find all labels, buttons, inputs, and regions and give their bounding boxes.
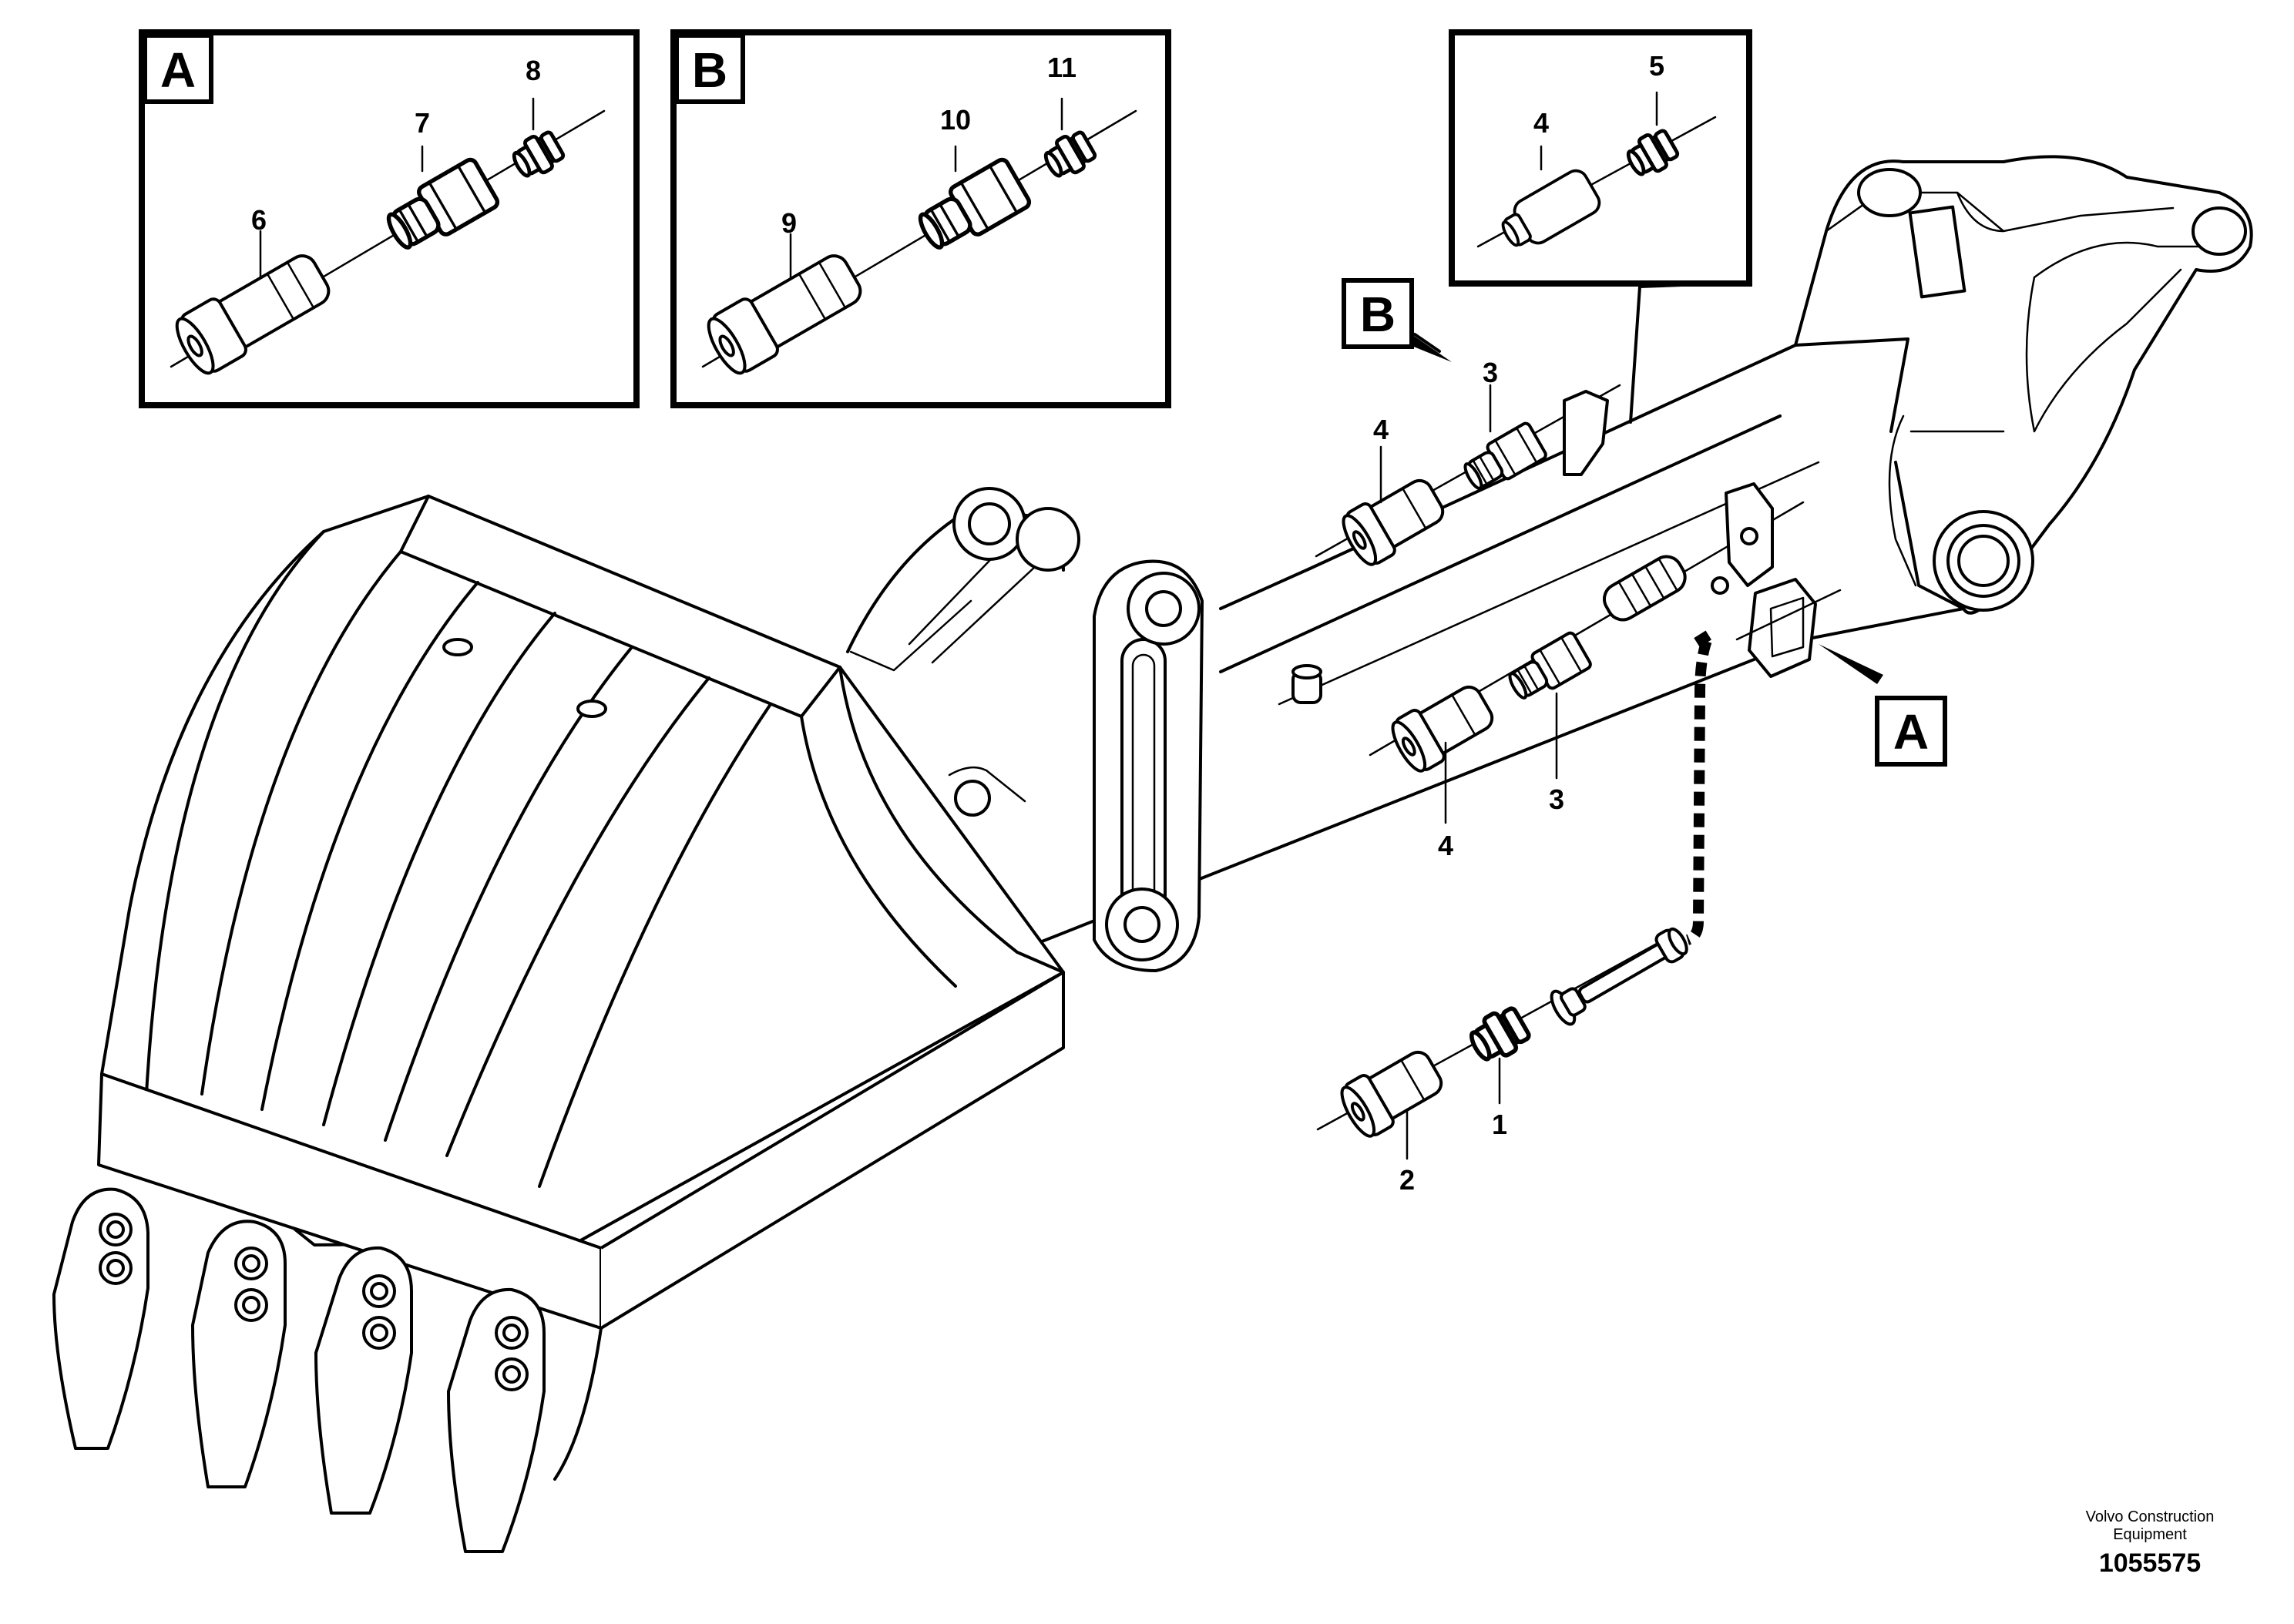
threaded-pin: [1603, 555, 1687, 622]
part-9-bushing: [707, 254, 862, 375]
part-4-bushing-upper: [1335, 469, 1453, 572]
tooth-1: [52, 1187, 149, 1450]
callout-9: 9: [781, 207, 797, 239]
inset-b: B 9 10 11: [670, 29, 1171, 408]
callout-5-inset: 5: [1649, 50, 1664, 82]
tooth-3: [314, 1246, 413, 1515]
footer-ref: 1055575: [2099, 1549, 2201, 1578]
callout-3-lower: 3: [1549, 783, 1564, 815]
callout-2: 2: [1399, 1164, 1415, 1196]
bucket-linkage: [846, 487, 1204, 972]
part-2-bushing: [1333, 1041, 1451, 1143]
callout-6: 6: [251, 204, 267, 236]
footer-line1: Volvo Construction: [2086, 1508, 2215, 1525]
footer: Volvo Construction Equipment 1055575: [2086, 1508, 2215, 1578]
exploded-parts: [1315, 324, 1883, 1143]
tooth-4: [447, 1287, 546, 1553]
callout-4-lower: 4: [1438, 830, 1453, 861]
callout-7: 7: [415, 107, 430, 139]
part-3-fitting-upper: [1457, 420, 1550, 498]
callout-4-upper: 4: [1373, 414, 1389, 445]
footer-line2: Equipment: [2113, 1526, 2187, 1543]
part-4-bushing-inset: [1501, 169, 1601, 247]
part-4-bushing-lower: [1384, 676, 1502, 778]
inset-c: 4 5: [1449, 29, 1752, 424]
callout-4-inset: 4: [1533, 107, 1549, 139]
callout-8: 8: [526, 55, 541, 86]
inset-b-label: B: [692, 42, 727, 98]
callout-3-upper: 3: [1483, 357, 1498, 388]
part-1-nipple: [1465, 1003, 1532, 1067]
part-6-bushing: [175, 254, 331, 375]
inset-a: A 6 7 8: [139, 29, 640, 408]
callout-1: 1: [1492, 1109, 1507, 1140]
hose-fitting: [1550, 927, 1688, 1026]
bucket: [52, 495, 1065, 1553]
callout-11: 11: [1047, 52, 1076, 83]
inset-a-label: A: [160, 42, 196, 98]
view-tag-a: A: [1893, 704, 1929, 760]
callout-10: 10: [940, 104, 971, 136]
dipper-arm: [1025, 155, 2253, 949]
callouts-main: B A 4 3 4 3 2 1: [1342, 278, 1947, 1196]
tooth-2: [191, 1220, 287, 1488]
view-tag-b: B: [1360, 287, 1396, 342]
